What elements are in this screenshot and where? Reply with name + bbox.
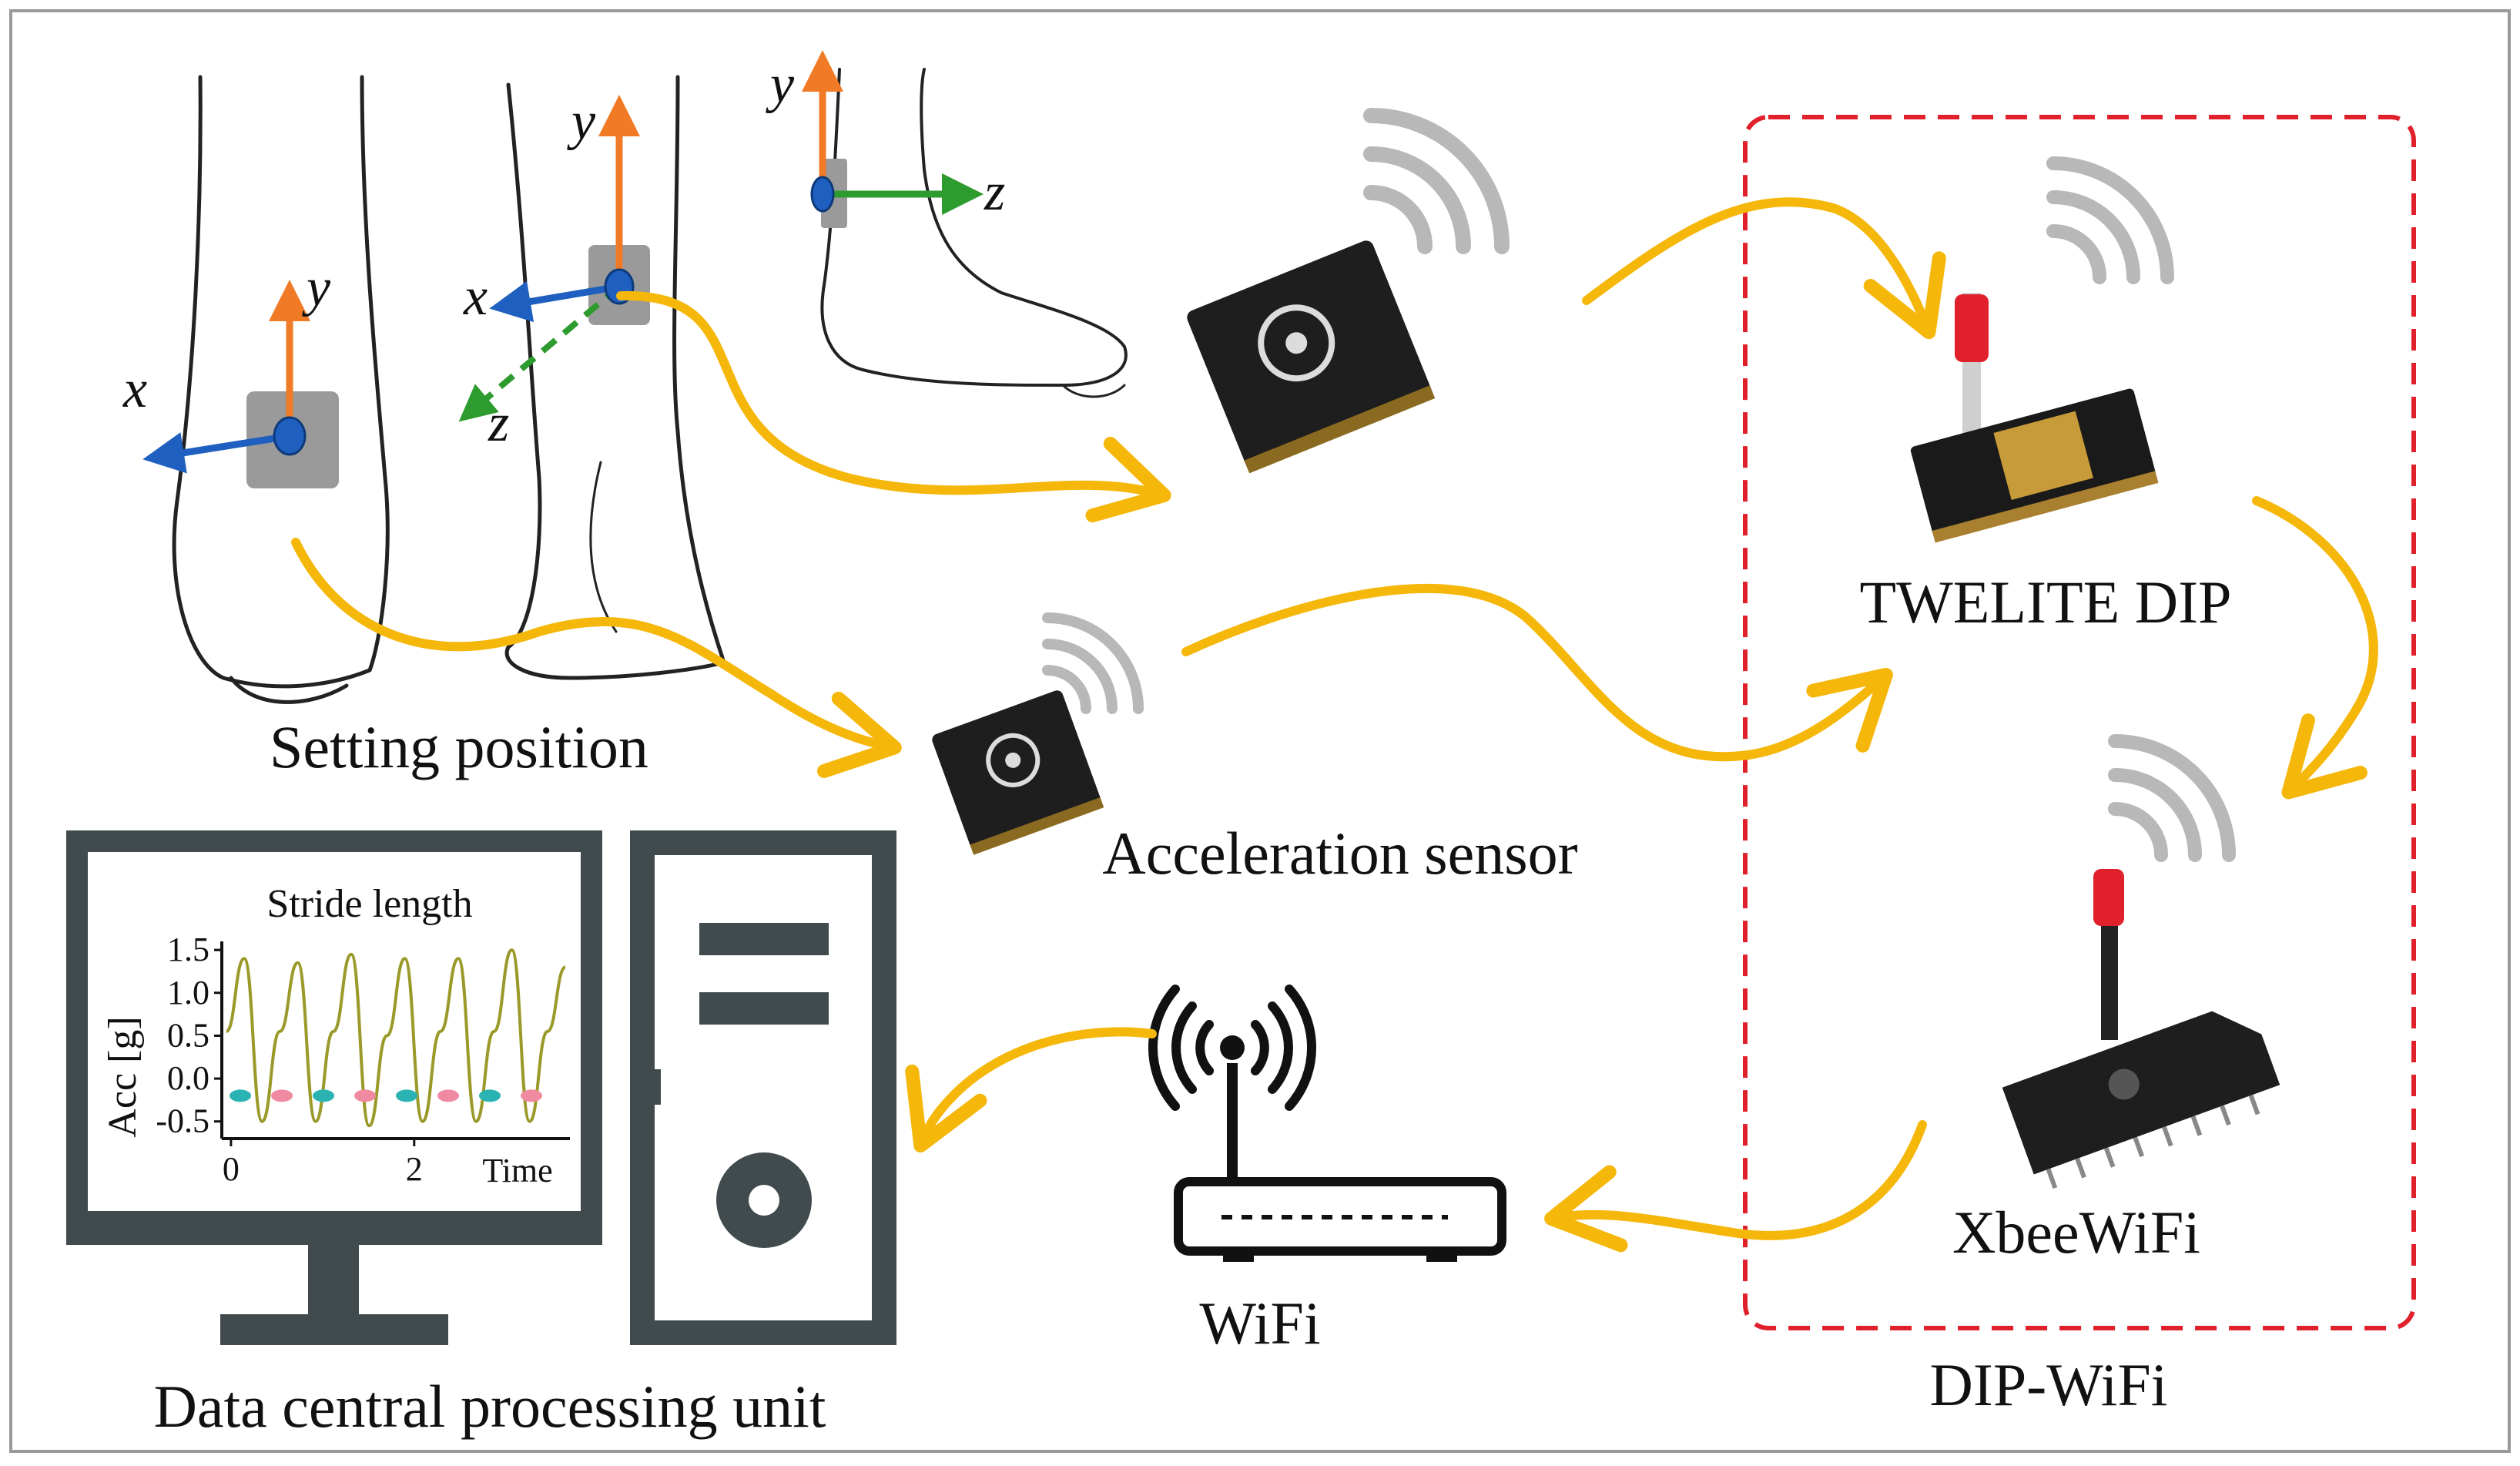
chart-plot-area: 1.5 1.0 0.5 0.0 -0.5 0 2 (156, 931, 570, 1188)
chart-xlabel: Time (482, 1152, 552, 1189)
arrow-sensor-to-twelite-2 (1181, 584, 1893, 762)
chart-y-tick-label: 0.5 (167, 1016, 209, 1054)
wifi-router (1174, 1035, 1506, 1262)
axes-ankle-view: y z (766, 50, 1005, 222)
setting-position-label: Setting position (270, 713, 648, 780)
wifi-signal-waves (1148, 985, 1316, 1111)
xbee-wifi-module (2002, 869, 2280, 1189)
sensor-origin-dot (273, 416, 307, 456)
arrow-heel-to-sensor (616, 290, 1171, 523)
axis-x-arrow (489, 280, 620, 323)
axis-z-arrow (458, 283, 622, 422)
arrow-xbee-to-router (1544, 1120, 1927, 1253)
arrow-sensor-to-twelite-1 (1582, 197, 1946, 340)
chart-x-tick-label: 2 (406, 1150, 423, 1188)
chart-footstep-marker (354, 1089, 376, 1102)
chart-footstep-marker (396, 1089, 417, 1102)
chart-footstep-marker (437, 1089, 459, 1102)
chart-y-tick-label: 1.0 (167, 974, 209, 1011)
arrow-router-to-computer (905, 1027, 1157, 1153)
chart-footstep-marker (271, 1089, 293, 1102)
chart-footstep-marker (521, 1089, 542, 1102)
axis-y-label: y (302, 258, 331, 317)
chart-footstep-marker (313, 1089, 334, 1102)
chart-y-tick-label: -0.5 (156, 1102, 209, 1140)
chart-y-tick-label: 0.0 (167, 1059, 209, 1097)
twelite-dip-board (1910, 293, 2159, 543)
axis-x-arrow (142, 432, 290, 474)
acceleration-sensor-label: Acceleration sensor (1102, 820, 1577, 887)
chart-ylabel: Acc [g] (101, 1016, 145, 1137)
leg-back-view-illustration (172, 75, 390, 704)
chart-y-tick-label: 1.5 (167, 931, 209, 968)
arrow-twelite-to-xbee (2252, 496, 2378, 800)
signal-waves-large (1363, 108, 1510, 254)
dip-wifi-group-box (1743, 115, 2416, 1330)
acceleration-sensor-chip-large (1187, 240, 1436, 474)
axis-x-label: x (463, 267, 488, 327)
data-unit-label: Data central processing unit (154, 1373, 826, 1440)
acceleration-sensor-chip-small (932, 690, 1104, 855)
stride-length-chart: Stride length Acc [g] Time 1.5 1.0 0.5 0.0 -… (101, 882, 570, 1189)
foot-side-view-illustration (820, 68, 1128, 398)
axes-back-view: y x (122, 258, 331, 474)
axis-z-label: z (984, 163, 1005, 222)
chart-footstep-marker (230, 1089, 251, 1102)
chart-title: Stride length (266, 882, 472, 926)
flow-arrows (291, 197, 2378, 1253)
wifi-label: WiFi (1199, 1290, 1320, 1357)
chart-footstep-marker (479, 1089, 501, 1102)
axis-y-label: y (766, 55, 795, 114)
xbee-wifi-label: XbeeWiFi (1952, 1199, 2200, 1266)
figure-frame (9, 9, 2511, 1453)
axis-x-label: x (122, 360, 147, 419)
leg-side-view-illustration (504, 75, 726, 680)
axis-z-label: z (488, 394, 509, 453)
axis-y-label: y (567, 92, 596, 151)
computer-monitor (66, 830, 602, 1345)
sensor-origin-dot (810, 176, 835, 213)
dip-wifi-label: DIP-WiFi (1930, 1351, 2168, 1418)
signal-waves-xbee (2108, 734, 2236, 862)
signal-waves-small (1042, 612, 1144, 714)
arrow-back-to-sensor (291, 538, 902, 778)
chart-x-tick-label: 0 (223, 1150, 240, 1188)
computer-tower (630, 830, 896, 1345)
signal-waves-twelite (2046, 156, 2174, 284)
twelite-dip-label: TWELITE DIP (1859, 569, 2231, 636)
chart-series-line (224, 948, 567, 1128)
